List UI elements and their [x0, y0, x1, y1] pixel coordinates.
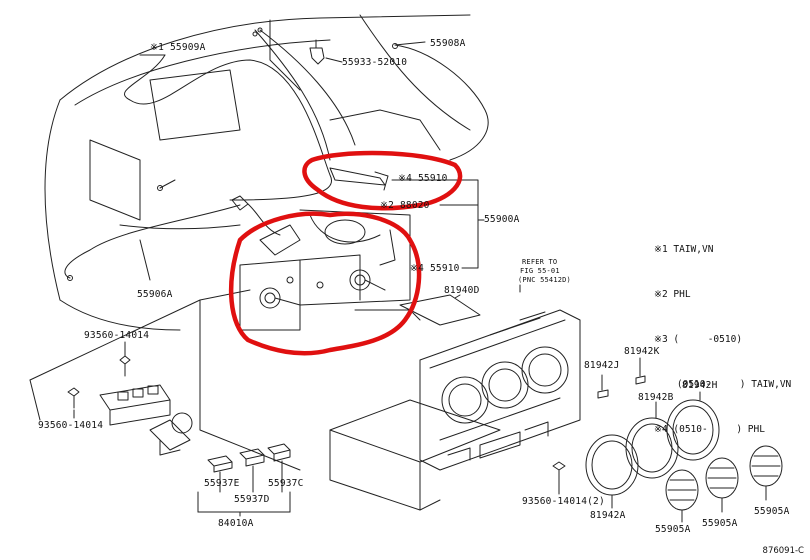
part-label-55937c: 55937C [268, 478, 304, 489]
legend-line-3: ※3 ( -0510) [654, 334, 743, 345]
button-parts [197, 443, 291, 517]
part-label-81942b: 81942B [638, 392, 674, 403]
part-label-55905a-1: 55905A [655, 524, 691, 535]
knob-parts [665, 445, 783, 523]
dashboard-outline [29, 14, 471, 471]
red-annotation-marks [228, 150, 463, 356]
part-label-55910-top: ※4 55910 [398, 173, 448, 184]
leader-bracket [391, 179, 485, 269]
part-label-84010a: 84010A [218, 518, 254, 529]
part-label-55905a-2: 55905A [702, 518, 738, 529]
part-label-81942k: 81942K [624, 346, 660, 357]
catalog-number: 876091-C [762, 546, 804, 556]
part-label-55937d: 55937D [234, 494, 270, 505]
part-label-81942a: 81942A [590, 510, 626, 521]
refer-note-line2: FIG 55-01 [520, 267, 560, 275]
part-label-93560-2: 93560-14014(2) [522, 496, 605, 507]
leader-lines [73, 41, 701, 495]
harness-connector [231, 195, 281, 236]
screws [67, 355, 566, 483]
legend-line-4: (0510- ) TAIW,VN [654, 379, 792, 390]
part-label-55900a: 55900A [484, 214, 520, 225]
annotation-circle-assembly [228, 211, 422, 356]
part-label-55906a: 55906A [137, 289, 173, 300]
front-panel [399, 294, 581, 471]
part-label-88020: ※2 88020 [380, 200, 430, 211]
region-legend: ※1 TAIW,VN ※2 PHL ※3 ( -0510) (0510- ) T… [654, 212, 791, 467]
refer-note-line3: (PNC 55412D) [518, 276, 571, 284]
annotation-circle-lever [302, 150, 463, 211]
part-label-55910-bottom: ※4 55910 [410, 263, 460, 274]
part-label-55937e: 55937E [204, 478, 240, 489]
part-label-55909a: ※1 55909A [150, 42, 206, 53]
part-label-55933: 55933-52010 [342, 57, 408, 68]
part-label-55905a-3: 55905A [754, 506, 790, 517]
ring-parts [585, 357, 720, 509]
clip-part [309, 39, 325, 65]
part-label-81942h: 81942H [682, 380, 718, 391]
legend-line-1: ※1 TAIW,VN [654, 244, 714, 255]
part-label-93560-a: 93560-14014 [84, 330, 150, 341]
legend-line-5: ※4 (0510- ) PHL [654, 424, 765, 435]
refer-note-line1: REFER TO [522, 258, 558, 266]
part-label-55908a: 55908A [430, 38, 466, 49]
blower-switch [99, 384, 193, 456]
part-label-93560-b: 93560-14014 [38, 420, 104, 431]
legend-line-2: ※2 PHL [654, 289, 691, 300]
lever-part-top [329, 167, 389, 191]
part-label-81940d: 81940D [444, 285, 480, 296]
control-cables [64, 27, 489, 281]
part-label-81942j: 81942J [584, 360, 620, 371]
heater-control-assembly [239, 209, 421, 331]
panel-box [329, 399, 501, 511]
